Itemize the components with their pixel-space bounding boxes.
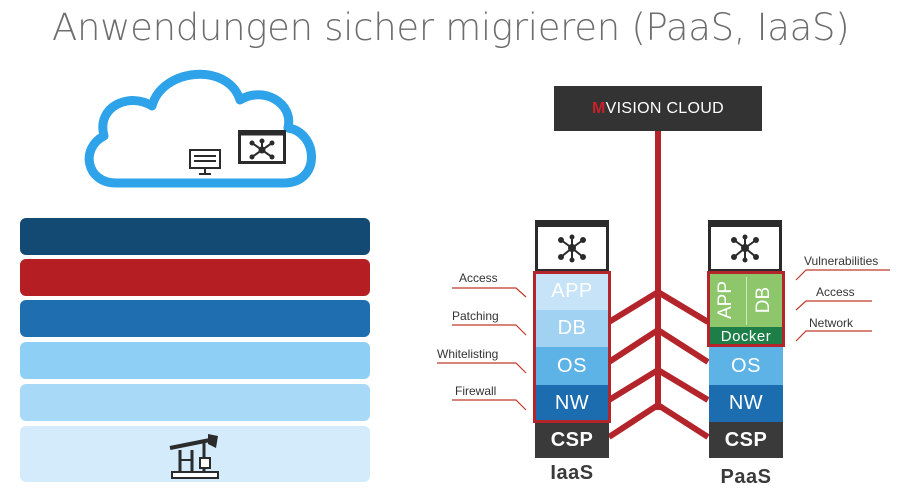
callout-whitelisting: Whitelisting	[437, 347, 499, 361]
iaas-os-layer: OS	[535, 347, 609, 385]
mvision-label: VISION CLOUD	[605, 99, 724, 117]
layer-bar-2	[20, 259, 370, 296]
paas-label: PaaS	[720, 466, 772, 488]
network-app-icon	[238, 130, 286, 164]
iaas-secured-frame	[533, 271, 611, 423]
layer-bar-3	[20, 300, 370, 337]
mvision-prefix: M	[592, 99, 606, 117]
callout-access: Access	[459, 271, 498, 285]
paas-app-window-icon	[708, 220, 782, 272]
paas-docker-layer: Docker	[710, 327, 782, 345]
paas-csp-layer: CSP	[709, 422, 783, 458]
oil-pump-icon	[169, 434, 219, 479]
server-icon	[189, 149, 221, 175]
iaas-db-layer: DB	[535, 310, 609, 347]
iaas-nw-layer: NW	[535, 385, 609, 422]
layer-bar-5	[20, 384, 370, 421]
paas-nw-layer: NW	[709, 385, 783, 422]
paas-app-db-block: APP DB	[710, 273, 782, 328]
iaas-csp-layer: CSP	[535, 422, 609, 458]
callout-vulnerabilities: Vulnerabilities	[804, 254, 879, 268]
callout-firewall: Firewall	[455, 384, 497, 398]
callout-patching: Patching	[452, 309, 499, 323]
callout-access-paas: Access	[816, 285, 855, 299]
layer-bar-4	[20, 342, 370, 379]
layer-bar-1	[20, 218, 370, 255]
callout-network: Network	[809, 316, 854, 330]
paas-secured-frame	[707, 271, 785, 347]
page-title: Anwendungen sicher migrieren (PaaS, IaaS…	[52, 6, 850, 49]
iaas-app-layer: APP	[535, 273, 609, 310]
paas-os-layer: OS	[709, 347, 783, 385]
iaas-label: IaaS	[550, 462, 594, 484]
iaas-app-window-icon	[535, 220, 609, 272]
